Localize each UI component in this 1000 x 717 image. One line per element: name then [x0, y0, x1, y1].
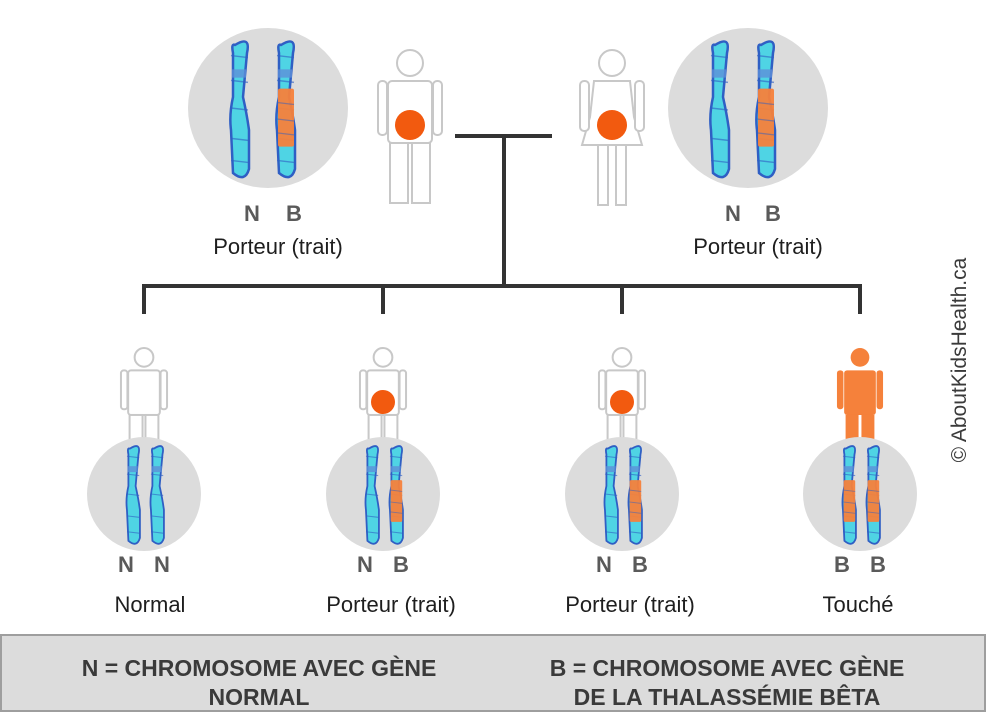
carrier-dot [610, 390, 634, 414]
chromosome-beta [755, 40, 777, 179]
allele-label-2: B [286, 201, 302, 226]
allele-label-2: B [393, 552, 409, 577]
chromosome-beta [865, 445, 881, 545]
parent-mother: N B Porteur (trait) [579, 28, 828, 259]
allele-label-2: B [632, 552, 648, 577]
chromosome-normal [149, 445, 165, 545]
allele-label-1: B [834, 552, 850, 577]
parent-father: N B Porteur (trait) [188, 28, 443, 259]
allele-label-2: B [765, 201, 781, 226]
chromosome-normal [125, 445, 141, 545]
chromosome-beta [627, 445, 643, 545]
allele-label-1: N [357, 552, 373, 577]
allele-label-1: N [596, 552, 612, 577]
legend-beta-gene: B = CHROMOSOME AVEC GÈNE DE LA THALASSÉM… [549, 655, 905, 710]
carrier-dot [371, 390, 395, 414]
chromosome-normal [229, 40, 251, 179]
allele-label-1: N [725, 201, 741, 226]
chromosome-beta [841, 445, 857, 545]
chromosome-circle [668, 28, 828, 188]
chromosome-circle [565, 437, 679, 551]
chromosome-beta [275, 40, 297, 179]
chromosome-normal [603, 445, 619, 545]
chromosome-pair [709, 40, 777, 179]
chromosome-pair [603, 445, 643, 545]
chromosome-pair [125, 445, 165, 545]
parent-status-label: Porteur (trait) [213, 234, 343, 259]
carrier-dot [395, 110, 425, 140]
copyright-credit: © AboutKidsHealth.ca [948, 257, 971, 463]
chromosome-pair [841, 445, 881, 545]
allele-label-1: N [244, 201, 260, 226]
chromosome-beta [388, 445, 404, 545]
chromosome-circle [803, 437, 917, 551]
chromosome-circle [87, 437, 201, 551]
legend-normal-gene: N = CHROMOSOME AVEC GÈNE NORMAL [81, 655, 437, 710]
allele-label-2: N [154, 552, 170, 577]
legend-bar: N = CHROMOSOME AVEC GÈNE NORMAL B = CHRO… [0, 634, 986, 712]
chromosome-normal [364, 445, 380, 545]
child-status-label: Touché [823, 592, 894, 617]
child-status-label: Normal [115, 592, 186, 617]
child-status-label: Porteur (trait) [565, 592, 695, 617]
allele-label-2: B [870, 552, 886, 577]
allele-label-1: N [118, 552, 134, 577]
carrier-dot [597, 110, 627, 140]
child-status-label: Porteur (trait) [326, 592, 456, 617]
chromosome-circle [326, 437, 440, 551]
parent-status-label: Porteur (trait) [693, 234, 823, 259]
chromosome-circle [188, 28, 348, 188]
chromosome-pair [229, 40, 297, 179]
chromosome-normal [709, 40, 731, 179]
pedigree-lines [142, 134, 862, 314]
chromosome-pair [364, 445, 404, 545]
